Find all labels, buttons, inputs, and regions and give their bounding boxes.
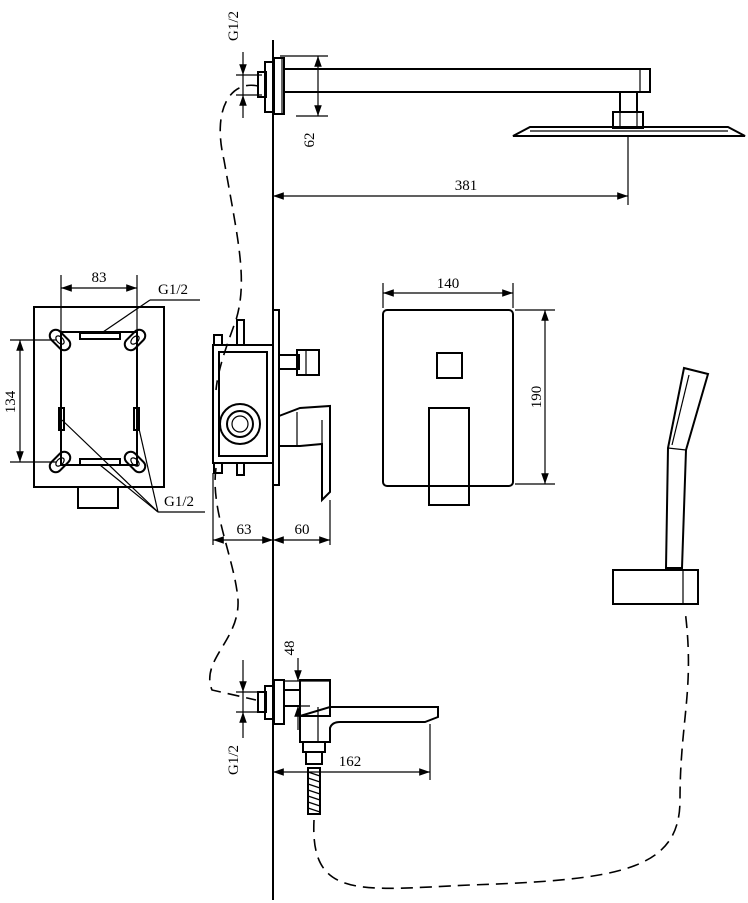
g12-spout-inlet-label: G1/2 (226, 745, 242, 775)
shower-arm-height-dimension: 62 (280, 55, 328, 148)
plate-height-dimension: 190 (515, 309, 555, 485)
spout-height-dimension: 48 (282, 641, 330, 730)
box-height-label: 134 (3, 390, 19, 413)
box-bottom-thread-label: G1/2 (164, 494, 194, 510)
box-top-thread-callout: G1/2 (102, 282, 200, 333)
shower-arm-height-label: 62 (302, 133, 318, 148)
supply-pipe-lower (209, 467, 257, 701)
spout-length-dimension: 162 (273, 724, 431, 780)
box-width-label: 83 (92, 270, 107, 286)
spout-height-label: 48 (282, 641, 298, 656)
box-width-dimension: 83 (60, 270, 138, 332)
g12-shower-inlet-dimension: G1/2 (226, 11, 262, 118)
mounting-box-front (33, 306, 165, 509)
shower-arm-length-dimension: 381 (273, 136, 629, 205)
box-height-dimension: 134 (3, 339, 56, 463)
bath-spout-assembly (257, 679, 439, 815)
spout-length-label: 162 (339, 754, 362, 770)
hand-shower-hose (313, 609, 690, 890)
plate-width-dimension: 140 (382, 276, 514, 308)
faceplate-front-view (382, 309, 514, 506)
handle-projection-label: 60 (295, 522, 310, 538)
box-bottom-thread-callout: G1/2 (61, 419, 205, 513)
supply-pipe-upper (215, 84, 259, 391)
g12-shower-inlet-label: G1/2 (226, 11, 242, 41)
box-top-thread-label: G1/2 (158, 282, 188, 298)
plate-width-label: 140 (437, 276, 460, 292)
valve-depth-label: 63 (237, 522, 252, 538)
valve-depth-dimension: 63 (212, 473, 331, 545)
g12-spout-inlet-dimension: G1/2 (226, 660, 262, 775)
hand-shower-with-holder (612, 366, 710, 605)
shower-arm-assembly (257, 57, 746, 137)
plate-height-label: 190 (529, 386, 545, 409)
handle-projection-dimension: 60 (273, 522, 330, 544)
valve-side-view (212, 309, 331, 503)
shower-arm-length-label: 381 (455, 178, 478, 194)
